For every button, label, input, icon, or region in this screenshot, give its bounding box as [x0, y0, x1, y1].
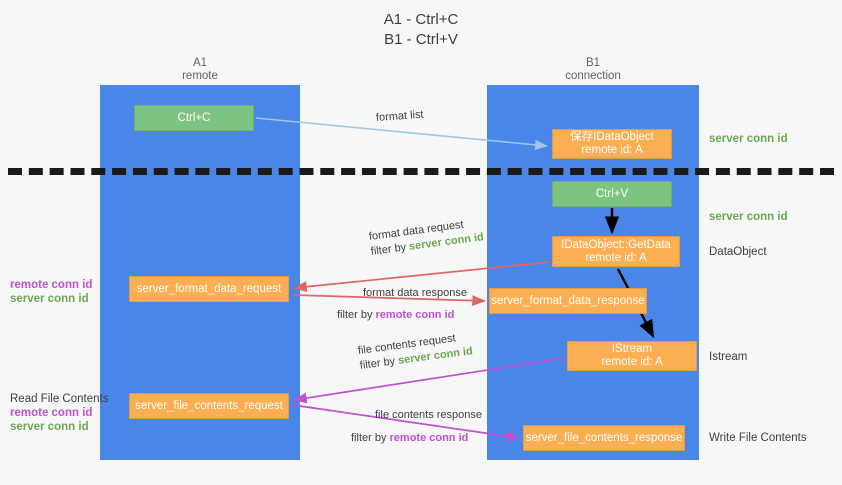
- box-server-format-data-response[interactable]: server_format_data_response: [489, 288, 647, 314]
- filter-prefix: filter by: [351, 432, 390, 444]
- label-write-file-contents: Write File Contents: [709, 432, 807, 444]
- box-idataobject[interactable]: 保存IDataObject remote id: A: [552, 129, 672, 159]
- label-read-file-contents: Read File Contents: [10, 393, 109, 405]
- box-idataobject-line2: remote id: A: [581, 144, 643, 156]
- annotation-format-list-text: format list: [375, 108, 424, 124]
- label-group-format-data: remote conn id server conn id: [10, 278, 92, 306]
- label-dataobject: DataObject: [709, 246, 767, 258]
- box-ctrl-c-line1: Ctrl+C: [177, 111, 211, 124]
- box-ctrl-v[interactable]: Ctrl+V: [552, 181, 672, 207]
- box-ctrl-v-line1: Ctrl+V: [595, 187, 629, 200]
- label-istream: Istream: [709, 351, 748, 363]
- lane-b-header: B1 connection: [487, 57, 699, 83]
- box-server-format-data-response-label: server_format_data_response: [491, 294, 645, 307]
- box-istream[interactable]: IStream remote id: A: [567, 341, 697, 371]
- annotation-format-data-response: format data response filter by remote co…: [337, 286, 467, 323]
- label-server-conn-id-2: server conn id: [10, 421, 89, 433]
- lane-a-subtitle: remote: [182, 70, 218, 82]
- filter-prefix: filter by: [370, 240, 410, 258]
- box-server-format-data-request[interactable]: server_format_data_request: [129, 276, 289, 302]
- box-server-file-contents-request[interactable]: server_file_contents_request: [129, 393, 289, 419]
- annotation-file-contents-response-filter: filter by remote conn id: [351, 431, 482, 446]
- lane-a-header: A1 remote: [100, 57, 300, 83]
- lane-a-name: A1: [192, 57, 208, 69]
- box-getdata-line2: remote id: A: [585, 251, 647, 264]
- label-remote-conn-id-1: remote conn id: [10, 279, 93, 291]
- filter-prefix: filter by: [359, 354, 399, 372]
- lane-b-subtitle: connection: [565, 70, 621, 82]
- filter-prefix: filter by: [337, 309, 376, 321]
- box-server-format-data-request-label: server_format_data_request: [136, 282, 282, 295]
- page-title: A1 - Ctrl+C B1 - Ctrl+V: [0, 10, 842, 50]
- box-getdata-line1: IDataObject::GetData: [561, 238, 671, 251]
- label-remote-conn-id-2: remote conn id: [10, 407, 93, 419]
- box-idataobject-getdata[interactable]: IDataObject::GetData remote id: A: [552, 236, 680, 267]
- label-group-file-contents: Read File Contents remote conn id server…: [10, 392, 108, 434]
- label-server-conn-id-1: server conn id: [10, 293, 89, 305]
- annotation-file-contents-request: file contents request filter by server c…: [357, 329, 474, 374]
- annotation-format-data-request: format data request filter by server con…: [368, 215, 485, 260]
- box-istream-line1: IStream: [611, 343, 653, 355]
- label-server-conn-id-top: server conn id: [709, 133, 788, 145]
- box-server-file-contents-response-label: server_file_contents_response: [525, 431, 683, 444]
- box-ctrl-c[interactable]: Ctrl+C: [134, 105, 254, 131]
- box-server-file-contents-request-label: server_file_contents_request: [135, 399, 283, 412]
- label-server-conn-id-mid: server conn id: [709, 211, 788, 223]
- box-server-file-contents-response[interactable]: server_file_contents_response: [523, 425, 685, 451]
- phase-divider: [8, 168, 834, 175]
- annotation-file-contents-response: file contents response filter by remote …: [349, 408, 482, 446]
- box-istream-line2: remote id: A: [601, 356, 663, 368]
- annotation-format-list: format list: [375, 108, 424, 126]
- annotation-file-contents-response-line1: file contents response: [375, 409, 483, 421]
- lane-b-name: B1: [585, 57, 601, 69]
- title-line-1: A1 - Ctrl+C: [383, 11, 459, 28]
- box-idataobject-line1: 保存IDataObject: [570, 131, 654, 143]
- filter-value-remote-conn-id: remote conn id: [389, 432, 469, 444]
- annotation-format-data-response-filter: filter by remote conn id: [337, 308, 467, 323]
- title-line-2: B1 - Ctrl+V: [384, 31, 458, 48]
- annotation-format-data-response-line1: format data response: [363, 287, 467, 299]
- filter-value-remote-conn-id: remote conn id: [375, 309, 455, 321]
